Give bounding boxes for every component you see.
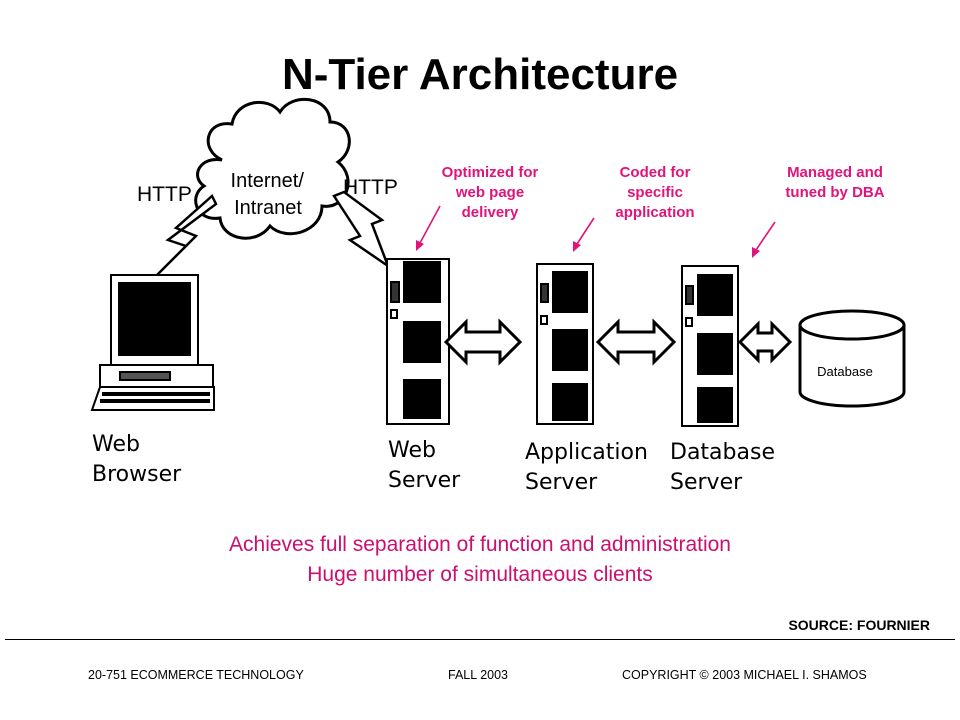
application-server-tower-icon: [536, 263, 594, 425]
label-line: Server: [670, 470, 743, 495]
note-app-server: Coded for specific application: [585, 163, 725, 223]
summary-line: Achieves full separation of function and…: [229, 533, 731, 556]
pointer-arrow-web: [416, 205, 441, 251]
right-lightning-icon: [332, 190, 391, 270]
footer-copyright: COPYRIGHT © 2003 MICHAEL I. SHAMOS: [622, 668, 867, 682]
label-line: Web: [92, 432, 140, 457]
cloud-label: Internet/ Intranet: [231, 170, 310, 219]
footer-divider: [5, 639, 955, 640]
database-label: Database: [817, 364, 873, 379]
summary-line: Huge number of simultaneous clients: [307, 563, 653, 586]
note-line: delivery: [461, 204, 519, 221]
pointer-arrow-app: [573, 217, 595, 252]
double-arrow-icon: [443, 318, 523, 366]
note-web-server: Optimized for web page delivery: [415, 163, 565, 223]
pointer-arrow-db: [752, 221, 776, 258]
note-line: Coded for: [619, 164, 691, 181]
footer-term: FALL 2003: [448, 668, 509, 682]
label-line: Database: [670, 440, 775, 465]
left-lightning-icon: [149, 193, 218, 283]
note-line: Managed and: [787, 164, 883, 181]
http-label-right: HTTP: [343, 176, 398, 199]
note-line: tuned by DBA: [785, 184, 885, 201]
label-line: Browser: [92, 462, 182, 487]
cloud-label-line: Internet/: [231, 170, 305, 192]
label-application-server: Application Server: [525, 438, 648, 498]
note-line: web page: [455, 184, 525, 201]
label-line: Server: [525, 470, 598, 495]
footer-course: 20-751 ECOMMERCE TECHNOLOGY: [88, 668, 304, 682]
computer-icon: [90, 274, 215, 411]
label-web-browser: Web Browser: [92, 430, 181, 490]
http-label-left: HTTP: [137, 183, 192, 206]
double-arrow-icon: [595, 318, 677, 366]
label-line: Application: [525, 440, 648, 465]
source-credit: SOURCE: FOURNIER: [788, 617, 930, 633]
label-line: Web: [388, 438, 436, 463]
label-database-server: Database Server: [670, 438, 775, 498]
web-server-tower-icon: [386, 258, 450, 425]
database-server-tower-icon: [681, 265, 739, 427]
note-line: Optimized for: [441, 164, 539, 181]
database-cylinder-icon: [798, 309, 906, 408]
label-web-server: Web Server: [388, 436, 460, 496]
label-line: Server: [388, 468, 461, 493]
note-db-server: Managed and tuned by DBA: [765, 163, 905, 203]
note-line: specific: [627, 184, 683, 201]
note-line: application: [615, 204, 695, 221]
page-title: N-Tier Architecture: [281, 50, 679, 99]
cloud-label-line: Intranet: [234, 197, 302, 219]
double-arrow-icon: [737, 320, 793, 364]
